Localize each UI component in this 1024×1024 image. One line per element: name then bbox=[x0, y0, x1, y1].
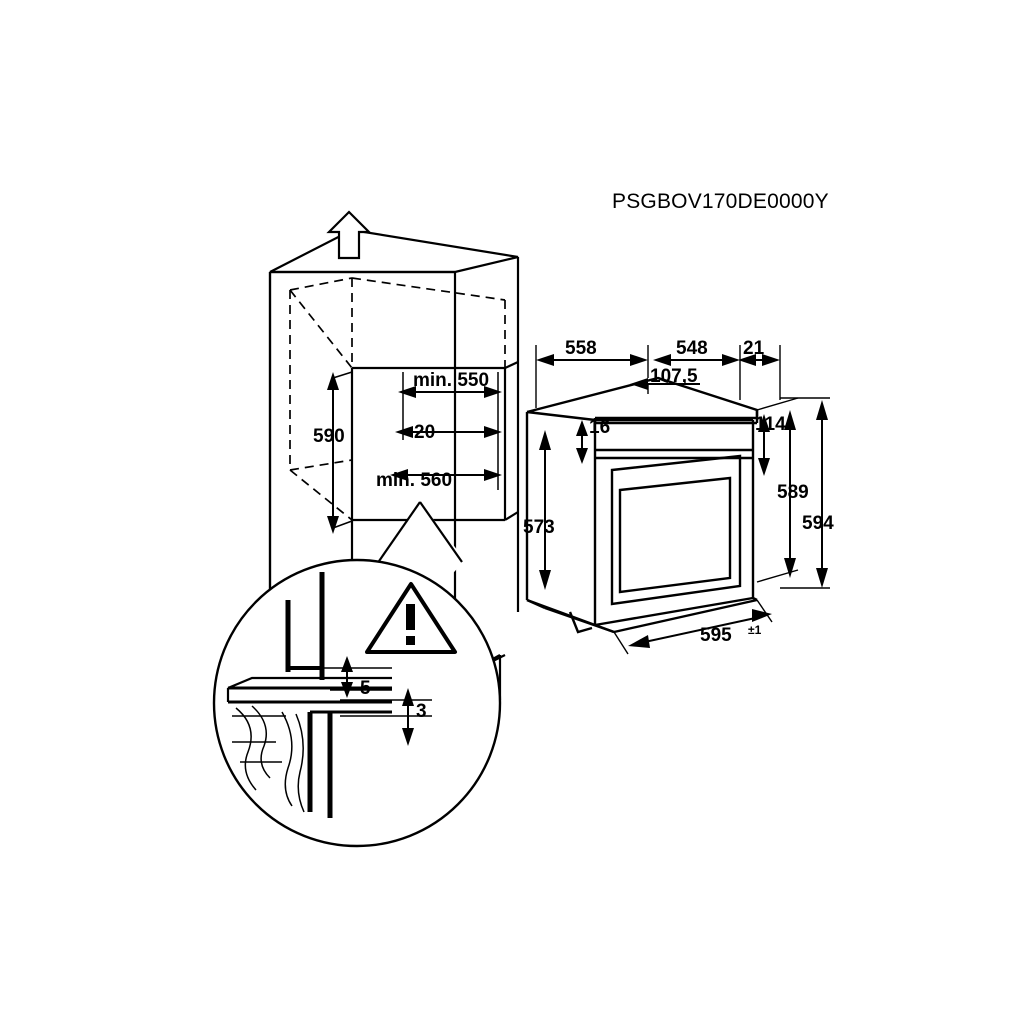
dim-label-min550: min. 550 bbox=[413, 370, 489, 391]
oven-dimensions bbox=[535, 345, 830, 655]
dim-label-114: 114 bbox=[755, 414, 786, 435]
dim-label-594: 594 bbox=[802, 513, 834, 534]
dim-label-107-5: 107,5 bbox=[650, 366, 698, 387]
dim-label-5: 5 bbox=[360, 678, 371, 699]
dim-label-590: 590 bbox=[313, 426, 345, 447]
dim-label-589: 589 bbox=[777, 482, 809, 503]
detail-dimensions bbox=[322, 656, 432, 746]
dim-label-558: 558 bbox=[565, 338, 597, 359]
oven-group bbox=[525, 376, 759, 634]
dim-label-573: 573 bbox=[523, 517, 555, 538]
dim-label-595-tolerance: ±1 bbox=[748, 623, 762, 637]
warning-triangle-icon bbox=[365, 582, 457, 654]
dim-label-min560: min. 560 bbox=[376, 470, 452, 491]
detail-callout-content bbox=[226, 572, 392, 818]
drawing-code-label: PSGBOV170DE0000Y bbox=[612, 190, 829, 213]
dim-label-3: 3 bbox=[416, 701, 427, 722]
dim-label-20: 20 bbox=[414, 422, 435, 443]
dim-label-548: 548 bbox=[676, 338, 708, 359]
cabinet-dimensions bbox=[327, 371, 502, 534]
dim-label-595: 595 bbox=[700, 625, 732, 646]
dim-label-21: 21 bbox=[743, 338, 765, 359]
dim-label-16: 16 bbox=[589, 417, 610, 438]
up-arrow-icon bbox=[326, 210, 372, 260]
